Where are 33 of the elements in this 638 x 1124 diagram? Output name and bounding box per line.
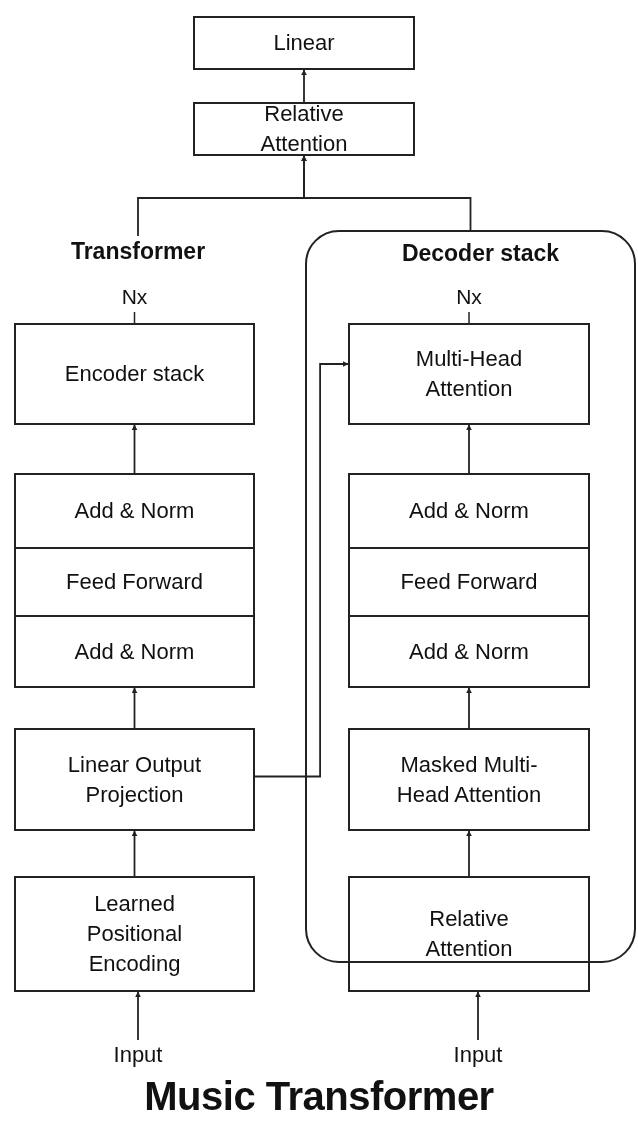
column-heading: Transformer: [60, 236, 216, 266]
layer-box: Add & Norm: [14, 473, 255, 549]
repeat-label: Nx: [455, 285, 483, 309]
arrow: [475, 991, 481, 1041]
arrow: [131, 830, 138, 877]
arrow: [301, 155, 472, 231]
layer-box: Encoder stack: [14, 323, 255, 425]
layer-box: Linear Output Projection: [14, 728, 255, 831]
layer-box: Add & Norm: [348, 615, 590, 688]
layer-box: Add & Norm: [14, 615, 255, 688]
layer-box: Multi-Head Attention: [348, 323, 590, 425]
arrow: [466, 687, 472, 729]
arrow: [301, 69, 307, 103]
layer-box: Relative Attention: [348, 876, 590, 992]
arrow: [135, 991, 141, 1041]
layer-box: Learned Positional Encoding: [14, 876, 255, 992]
layer-box: Add & Norm: [348, 473, 590, 549]
arrow: [466, 424, 472, 474]
input-label: Input: [98, 1040, 178, 1070]
layer-box: Relative Attention: [193, 102, 415, 156]
layer-box: Linear: [193, 16, 415, 70]
arrow: [254, 361, 349, 778]
panel-heading: Decoder stack: [400, 240, 561, 267]
stack-panel: [305, 230, 636, 963]
layer-box: Feed Forward: [14, 547, 255, 617]
diagram-title: Music Transformer: [143, 1074, 495, 1119]
arrow: [131, 424, 138, 474]
layer-box: Feed Forward: [348, 547, 590, 617]
arrow: [131, 687, 138, 729]
input-label: Input: [438, 1040, 518, 1070]
repeat-label: Nx: [120, 285, 149, 309]
layer-box: Masked Multi-Head Attention: [348, 728, 590, 831]
arrow: [466, 830, 472, 877]
